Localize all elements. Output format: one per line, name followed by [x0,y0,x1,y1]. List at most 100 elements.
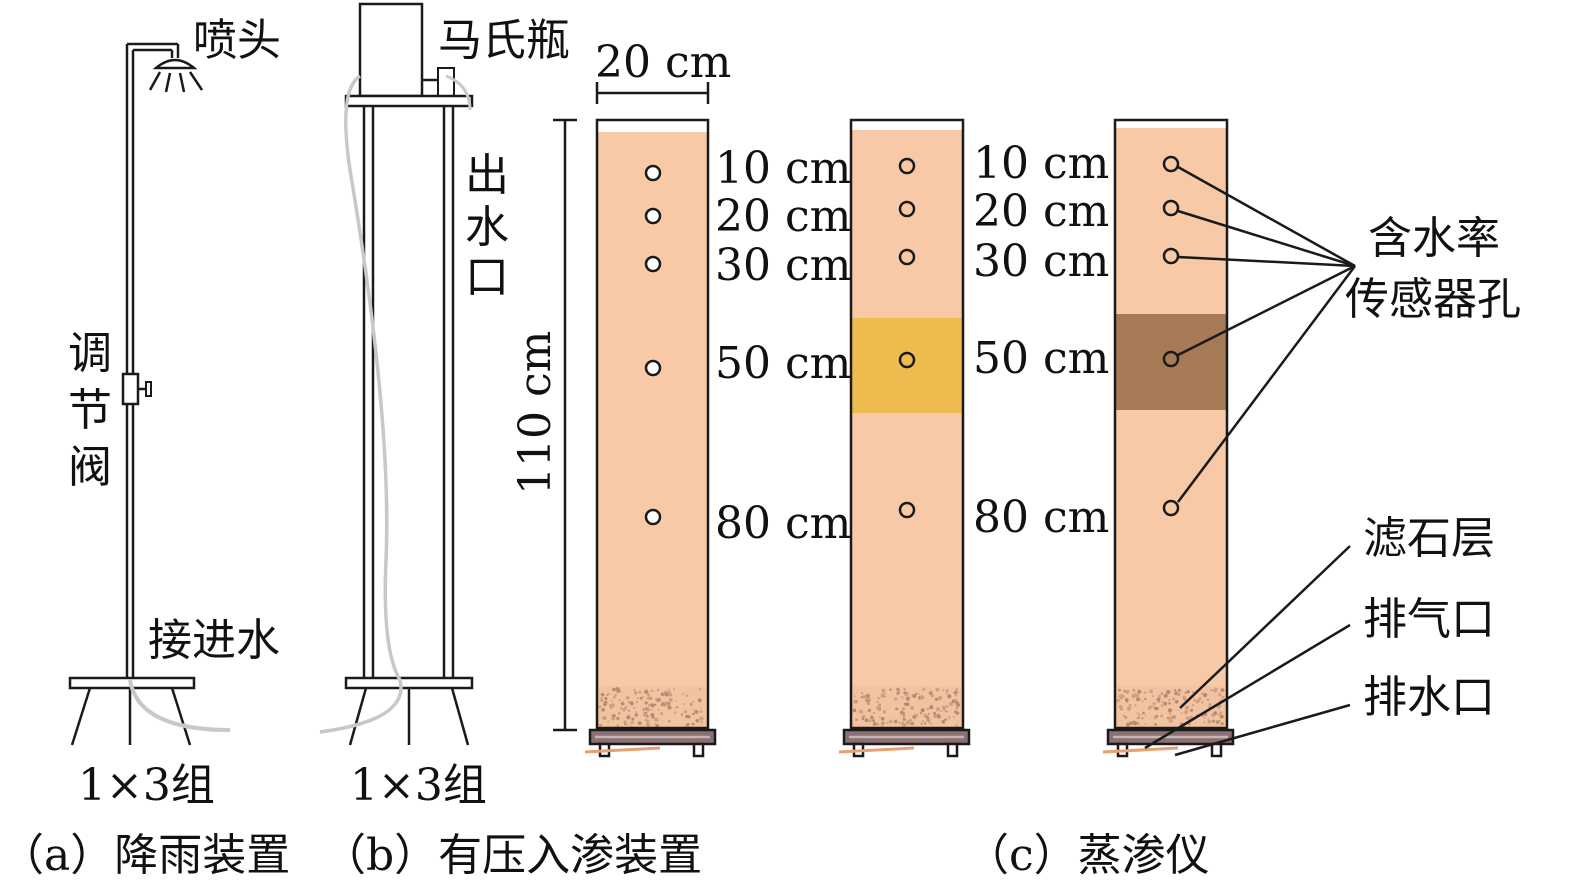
gravel-particle [864,718,869,723]
gravel-particle [625,705,628,708]
outlet-label: 出 水 口 [465,150,509,303]
gravel-particle [1142,711,1145,715]
gravel-particle [674,711,677,714]
gravel-particle [689,703,693,706]
gravel-particle [1203,693,1208,698]
gravel-particle [940,710,942,712]
gravel-particle [1168,702,1171,705]
gravel-particle [606,694,609,696]
depth-label: 10 cm [715,143,851,194]
gravel-particle [920,695,925,700]
gravel-particle [618,712,621,715]
gravel-particle [633,691,638,695]
gravel-particle [1180,722,1182,725]
drain-outlet-label: 排水口 [1363,672,1495,723]
gravel-particle [866,701,871,706]
gravel-particle [1191,704,1195,707]
gravel-particle [896,687,900,692]
gravel-particle [616,724,620,727]
gravel-particle [860,696,863,699]
gravel-particle [944,718,947,721]
gravel-particle [697,698,702,703]
gravel-particle [608,703,613,708]
gravel-particle [633,689,636,691]
gravel-particle [1160,714,1164,718]
gravel-particle [630,725,632,727]
gravel-particle [667,688,670,691]
gravel-particle [1210,688,1213,692]
depth-label: 30 cm [715,240,851,291]
depth-labels-2: 10 cm 20 cm 30 cm 50 cm 80 cm [973,138,1109,543]
gravel-particle [903,691,907,695]
gravel-particle [942,705,946,710]
gravel-particle [1193,699,1196,702]
gravel-particle [1201,701,1204,704]
height-label: 110 cm [510,331,561,495]
gravel-particle [933,714,937,718]
gravel-particle [1220,688,1225,692]
depth-label: 80 cm [715,498,851,549]
bottom-leader-lines [1144,545,1351,757]
gravel-particle [948,717,951,720]
gravel-particle [852,708,857,713]
gravel-particle [636,701,638,703]
gravel-particle [955,688,958,691]
gravel-particle [956,705,958,707]
gravel-particle [865,696,868,699]
soil-fill [851,130,963,728]
gravel-particle [880,716,885,721]
gravel-particle [1141,699,1144,702]
gravel-particle [1151,705,1154,708]
gravel-particle [927,707,929,710]
gravel-particle [598,705,602,709]
gravel-particle [861,717,865,720]
gravel-particle [955,711,960,715]
gravel-particle [876,705,881,710]
gravel-particle [1133,693,1138,698]
gravel-particle [1172,715,1176,719]
gravel-particle [1166,690,1171,695]
gravel-particle [623,720,627,724]
gravel-particle [881,688,886,693]
gravel-particle [639,697,642,700]
gravel-particle [1144,697,1147,701]
gravel-particle [1169,712,1172,716]
gravel-particle [900,710,904,715]
gravel-particle [1161,700,1164,703]
gravel-particle [682,693,684,696]
gravel-particle [604,700,607,704]
gravel-particle [1220,722,1224,726]
gravel-particle [629,701,634,706]
sensor-hole-label-line-2: 传感器孔 [1345,274,1521,325]
gravel-particle [1124,698,1129,702]
soil-column-1 [584,118,717,758]
gravel-particle [654,703,657,706]
gravel-particle [903,688,906,691]
gravel-particle [933,712,937,715]
gravel-particle [1134,704,1137,707]
gravel-particle [951,699,956,703]
gravel-particle [1207,719,1212,724]
valve-icon [121,372,152,406]
gravel-particle [910,706,915,710]
gravel-particle [948,715,951,718]
valve-label-char-1: 调 [68,328,112,379]
gravel-particle [929,705,934,710]
gravel-particle [926,718,929,721]
gravel-particle [644,689,649,694]
gravel-particle [1208,703,1211,706]
gravel-dots [852,687,961,728]
gravel-particle [1215,720,1220,724]
gravel-particle [902,717,906,721]
gravel-particle [876,700,879,704]
gravel-particle [645,719,649,723]
depth-labels-1: 10 cm 20 cm 30 cm 50 cm 80 cm [715,143,851,549]
gravel-particle [1180,712,1183,715]
gravel-particle [646,715,649,718]
gravel-particle [1207,717,1210,720]
gravel-particle [612,714,616,718]
yellow-test-layer [851,318,963,413]
rainfall-device [68,42,231,746]
gravel-particle [877,696,880,700]
gravel-particle [1154,706,1159,711]
